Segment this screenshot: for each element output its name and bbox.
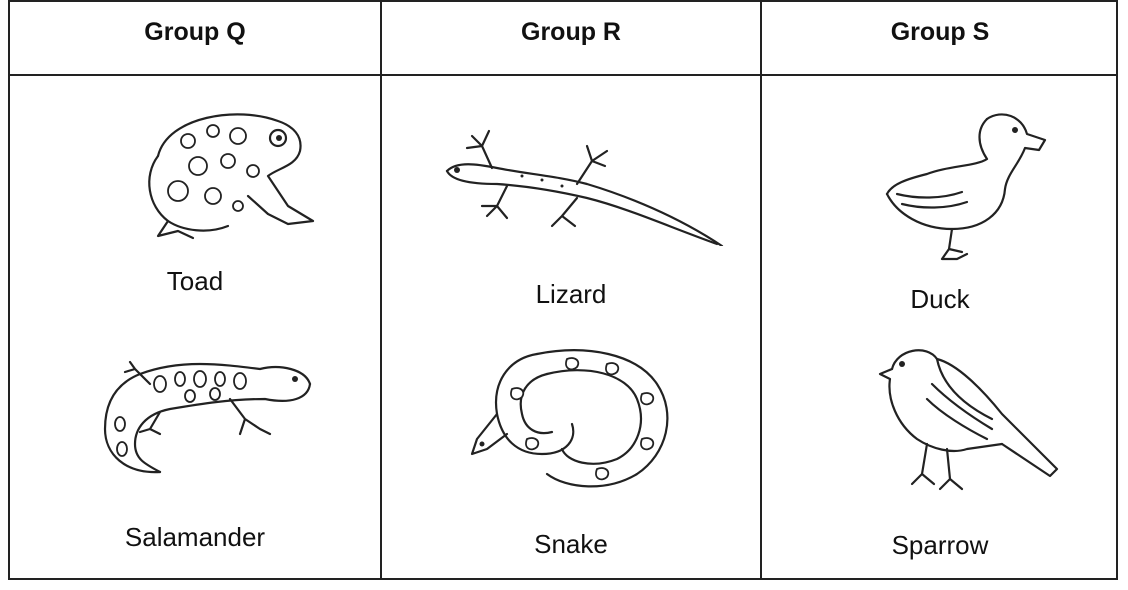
sparrow-icon [872, 344, 1062, 494]
snake-icon [467, 344, 687, 494]
lizard-label: Lizard [382, 279, 760, 310]
salamander-label: Salamander [10, 522, 380, 553]
group-r-column: Lizard Snake [382, 76, 760, 580]
group-s-column: Duck Sparrow [762, 76, 1118, 580]
group-s-header: Group S [762, 2, 1118, 74]
group-r-header: Group R [382, 2, 760, 74]
lizard-icon [427, 106, 727, 246]
duck-label: Duck [762, 284, 1118, 315]
group-q-header: Group Q [10, 2, 380, 74]
toad-icon [128, 96, 318, 246]
animal-groups-table: Group Q Group R Group S Toad [8, 0, 1118, 580]
salamander-icon [80, 354, 320, 484]
sparrow-label: Sparrow [762, 530, 1118, 561]
duck-icon [867, 104, 1047, 264]
group-q-column: Toad Salamander [10, 76, 380, 580]
snake-label: Snake [382, 529, 760, 560]
toad-label: Toad [10, 266, 380, 297]
